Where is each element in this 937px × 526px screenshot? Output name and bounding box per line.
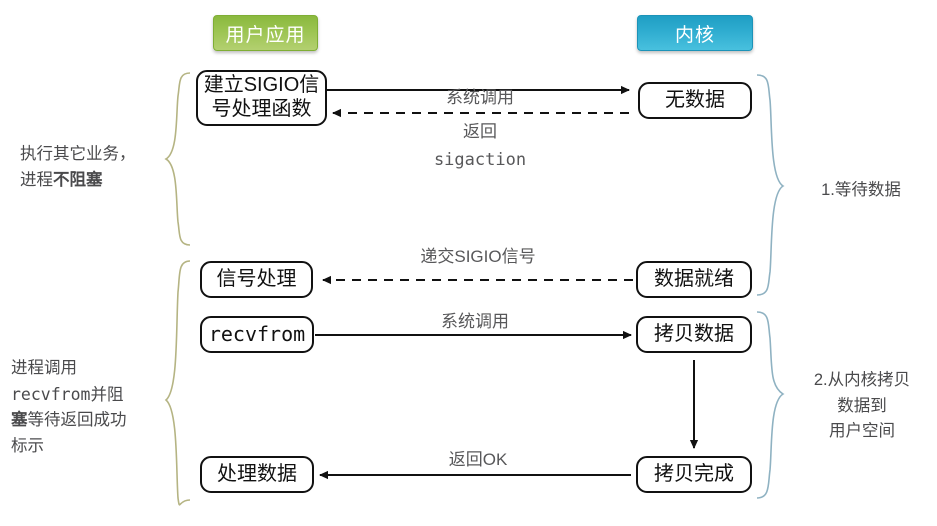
annotation-right-bottom-line1: 2.从内核拷贝 [813,371,911,389]
right-brace-top [756,74,785,296]
edge-label-return-ok-text: 返回OK [448,450,508,469]
left-brace-top [164,72,191,246]
annotation-left-bottom-line3-a: 塞 [11,411,28,430]
node-recvfrom[interactable]: recvfrom [200,316,314,353]
annotation-left-bottom-line1: 进程调用 [11,359,77,377]
node-signal-handle[interactable]: 信号处理 [200,261,313,298]
node-copy-data[interactable]: 拷贝数据 [636,316,752,353]
left-brace-bottom [164,260,191,506]
annotation-left-top-line2: 进程不阻塞 [20,168,170,194]
annotation-left-bottom-block1: 并阻 [90,385,124,404]
node-copy-done-label: 拷贝完成 [654,462,734,485]
annotation-left-top: 执行其它业务， 进程不阻塞 [20,142,170,193]
annotation-left-top-line1: 执行其它业务， [20,145,136,163]
annotation-left-bottom: 进程调用 recvfrom并阻 塞等待返回成功 标示 [11,356,171,459]
node-process-data[interactable]: 处理数据 [200,456,314,493]
node-sigio-handler-label: 建立SIGIO信 号处理函数 [203,74,320,120]
annotation-left-top-line2-a: 进程 [20,170,53,189]
right-brace-bottom [756,311,785,499]
edge-label-return-text: 返回 [463,122,497,141]
kernel-label: 内核 [637,15,753,51]
node-copy-data-label: 拷贝数据 [654,322,734,345]
annotation-left-bottom-line2-b: 并阻 [90,386,123,404]
node-signal-handle-label: 信号处理 [216,267,297,290]
node-data-ready-label: 数据就绪 [654,267,734,290]
annotation-right-bottom: 2.从内核拷贝 数据到 用户空间 [794,368,930,445]
node-copy-done[interactable]: 拷贝完成 [636,456,752,493]
annotation-right-top-text: 1.等待数据 [821,181,901,199]
edge-label-syscall-sigaction-line1: 系统调用 [446,87,514,107]
annotation-left-bottom-line3: 塞等待返回成功 [11,408,171,434]
annotation-left-bottom-recvfrom: recvfrom [11,384,91,404]
annotation-left-bottom-line2: recvfrom并阻 [11,382,171,409]
edge-label-return: 返回 [400,121,560,142]
node-no-data-label: 无数据 [665,88,725,111]
edge-label-deliver-sigio: 递交SIGIO信号 [388,246,568,267]
annotation-right-bottom-line3: 用户空间 [829,422,895,441]
edge-label-syscall: 系统调用 [395,311,555,332]
annotation-right-top: 1.等待数据 [796,178,926,204]
annotation-left-bottom-line4: 标示 [11,436,44,455]
edge-label-return-ok: 返回OK [398,449,558,470]
edge-label-syscall-sigaction: 系统调用 sigaction [390,44,570,214]
node-sigio-handler[interactable]: 建立SIGIO信 号处理函数 [196,70,327,126]
edge-label-deliver-sigio-text: 递交SIGIO信号 [420,247,536,266]
node-data-ready[interactable]: 数据就绪 [636,261,752,298]
node-recvfrom-label: recvfrom [208,321,306,346]
node-process-data-label: 处理数据 [217,462,297,485]
node-no-data[interactable]: 无数据 [638,82,752,119]
edge-label-syscall-text: 系统调用 [441,312,509,331]
annotation-left-top-line2-b: 不阻塞 [53,170,103,189]
user-app-label: 用户应用 [213,15,318,51]
edge-label-sigaction-line2: sigaction [433,150,527,171]
annotation-left-bottom-line3-b: 等待返回成功 [27,411,127,430]
annotation-right-bottom-line2: 数据到 [837,396,887,415]
